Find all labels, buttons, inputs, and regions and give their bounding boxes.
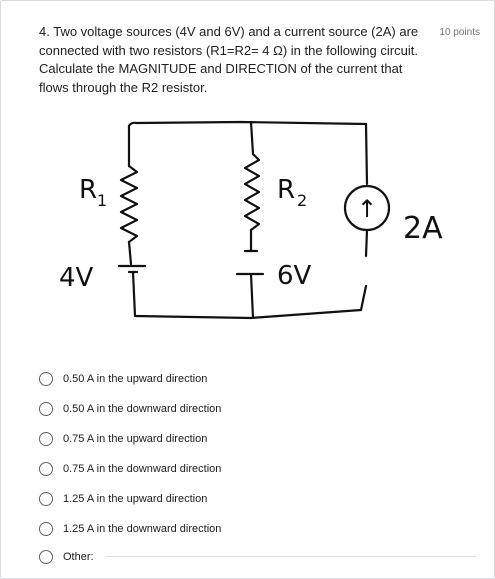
- r2-label: R: [277, 175, 295, 205]
- radio-button[interactable]: [39, 372, 53, 386]
- right-wire-bottom: [364, 228, 369, 258]
- top-wire: [127, 120, 368, 128]
- option-label: 0.75 A in the downward direction: [63, 463, 222, 475]
- current-label: 2A: [403, 211, 443, 246]
- r1-label: R: [79, 175, 97, 205]
- option-label: 0.75 A in the upward direction: [63, 433, 208, 445]
- option-0-50-down[interactable]: 0.50 A in the downward direction: [39, 399, 221, 419]
- r2-resistor: [243, 152, 261, 232]
- current-arrow: ↑: [357, 195, 377, 223]
- r2-wire-lower: [249, 272, 255, 320]
- radio-button[interactable]: [39, 492, 53, 506]
- option-1-25-down[interactable]: 1.25 A in the downward direction: [39, 519, 221, 539]
- radio-button[interactable]: [39, 550, 53, 564]
- option-label: Other:: [63, 551, 94, 563]
- r1-subscript: 1: [97, 191, 107, 210]
- option-0-75-up[interactable]: 0.75 A in the upward direction: [39, 429, 207, 449]
- right-wire-top: [364, 122, 369, 186]
- r2-subscript: 2: [297, 191, 307, 210]
- radio-button[interactable]: [39, 522, 53, 536]
- option-1-25-up[interactable]: 1.25 A in the upward direction: [39, 489, 207, 509]
- bottom-wire: [133, 284, 368, 320]
- v2-label: 6V: [277, 261, 312, 291]
- option-label: 1.25 A in the downward direction: [63, 523, 222, 535]
- radio-button[interactable]: [39, 432, 53, 446]
- r1-wire-lower: [131, 270, 137, 318]
- points-label: 10 points: [439, 27, 480, 38]
- option-other[interactable]: Other:: [39, 547, 479, 567]
- option-0-75-down[interactable]: 0.75 A in the downward direction: [39, 459, 221, 479]
- option-label: 0.50 A in the upward direction: [63, 373, 208, 385]
- option-label: 1.25 A in the upward direction: [63, 493, 208, 505]
- r1-resistor: [119, 164, 139, 244]
- r2-wire-top: [249, 120, 255, 156]
- v1-label: 4V: [59, 263, 94, 293]
- question-text: 4. Two voltage sources (4V and 6V) and a…: [39, 24, 419, 95]
- other-text-input[interactable]: [106, 556, 476, 557]
- option-0-50-up[interactable]: 0.50 A in the upward direction: [39, 369, 207, 389]
- r1-wire-bottom: [127, 240, 133, 266]
- radio-button[interactable]: [39, 402, 53, 416]
- option-label: 0.50 A in the downward direction: [63, 403, 222, 415]
- radio-button[interactable]: [39, 462, 53, 476]
- circuit-diagram: R 1 R 2 4V 6V ↑ 2A: [59, 120, 443, 320]
